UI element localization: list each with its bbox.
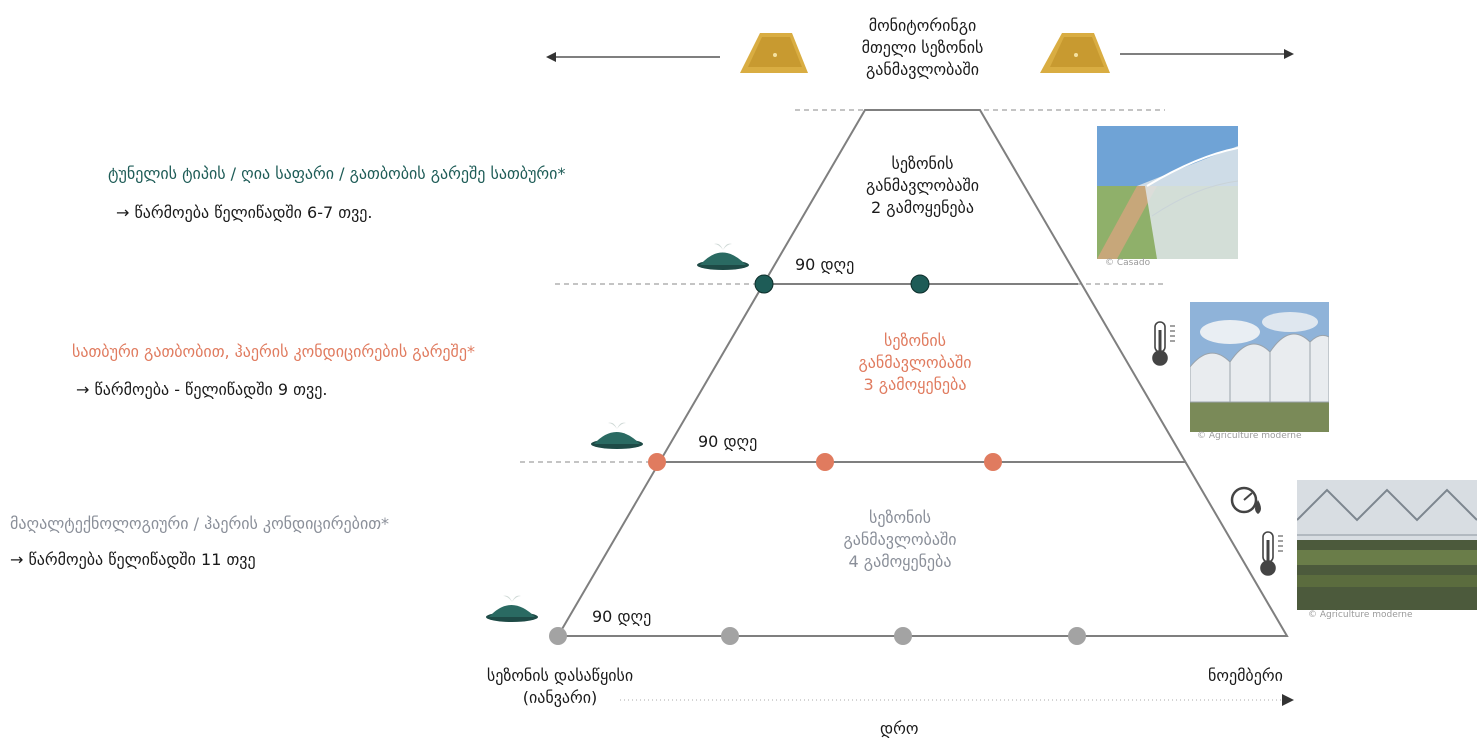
tier2-title: სათბური გათბობით, ჰაერის კონდიცირების გა… [72,342,475,361]
time-label: დრო [880,719,919,738]
tier1-center-line-3: 2 გამოყენება [871,198,974,217]
season-end-label: ნოემბერი [1208,666,1283,685]
tier1-days-label: 90 დღე [795,255,855,274]
tier3-production: → წარმოება წელიწადში 11 თვე [10,550,256,569]
expand-arrows [546,49,1294,62]
tier3-center-label: სეზონის განმავლობაში 4 გამოყენება [805,507,995,573]
thermometer-icon [1260,531,1283,576]
tier2-center-label: სეზონის განმავლობაში 3 გამოყენება [820,330,1010,396]
photo-credit: © Agriculture moderne [1197,431,1302,441]
season-start-line-2: (იანვარი) [522,688,598,707]
seedling-soil-icon [486,595,538,622]
tier3-center-line-3: 4 გამოყენება [848,552,952,571]
tier1-title: ტუნელის ტიპის / ღია საფარი / გათბობის გა… [108,164,566,183]
tier1-dots [754,274,930,294]
tier1-center-label: სეზონის განმავლობაში 2 გამოყენება [830,153,1015,219]
tier2-center-line-1: სეზონის [883,331,947,350]
tier3-title: მაღალტექნოლოგიური / ჰაერის კონდიცირებით* [10,514,390,533]
tier2-days-label: 90 დღე [698,432,758,451]
monitoring-line-3: განმავლობაში [865,60,980,79]
sticky-trap-icon [1040,33,1110,73]
tier2-center-line-2: განმავლობაში [858,353,972,372]
time-arrow-icon [1282,694,1294,706]
tier3-center-line-2: განმავლობაში [843,530,957,549]
photo-credit: © Casado [1105,258,1151,268]
thermometer-icon [1152,321,1175,366]
monitoring-line-1: მონიტორინგი [868,16,977,35]
photo-credit: © Agriculture moderne [1308,610,1413,620]
tunnel-greenhouse-photo [1097,126,1238,259]
tier1-production: → წარმოება წელიწადში 6-7 თვე. [116,203,373,222]
heated-greenhouse-photo [1190,302,1329,432]
tier1-center-line-2: განმავლობაში [865,176,980,195]
season-start-label: სეზონის დასაწყისი (იანვარი) [455,665,665,709]
sticky-trap-icon [740,33,808,73]
tier3-center-line-1: სეზონის [868,508,932,527]
arrow-left-icon [546,52,556,62]
arrow-right-icon [1284,49,1294,59]
season-start-line-1: სეზონის დასაწყისი [486,666,634,685]
monitoring-label: მონიტორინგი მთელი სეზონის განმავლობაში [830,15,1015,81]
tier2-center-line-3: 3 გამოყენება [863,375,967,394]
seedling-soil-icon [591,422,643,449]
seedling-soil-icon [697,243,749,270]
tier1-center-line-1: სეზონის [891,154,954,173]
hightech-greenhouse-photo [1297,480,1477,610]
tier2-dots [648,453,1002,471]
monitoring-line-2: მთელი სეზონის [861,38,984,57]
tier3-dots [549,627,1086,645]
humidity-gauge-icon [1230,486,1261,514]
tier3-days-label: 90 დღე [592,607,652,626]
tier2-production: → წარმოება - წელიწადში 9 თვე. [76,380,328,399]
